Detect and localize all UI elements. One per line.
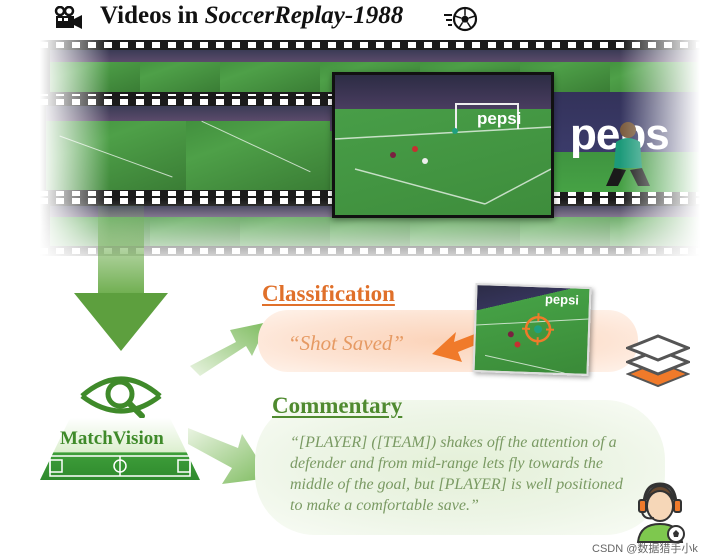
classification-result: “Shot Saved”: [288, 331, 404, 356]
pitch-lines: [335, 109, 551, 215]
layers-stack-icon: [626, 332, 690, 393]
highlighted-frame: pepsi: [332, 72, 554, 218]
arrow-to-classification: [190, 318, 270, 383]
video-camera-icon: [54, 6, 86, 35]
down-arrow-head: [74, 293, 168, 351]
soccer-ball-icon: [444, 6, 478, 37]
commentary-heading: Commentary: [272, 393, 402, 419]
commentary-text: “[PLAYER] ([TEAM]) shakes off the attent…: [290, 432, 630, 516]
title-prefix: Videos in: [100, 2, 205, 29]
model-name: MatchVision: [60, 428, 164, 450]
down-arrow-shaft: [98, 205, 144, 295]
commentator-headset-icon: [630, 478, 690, 549]
inset-sponsor-text: pepsi: [545, 291, 579, 307]
watermark-text: CSDN @数据猎手小k: [592, 540, 698, 556]
classification-heading: Classification: [262, 281, 395, 307]
dataset-name: SoccerReplay-1988: [205, 2, 404, 29]
page-title: Videos in SoccerReplay-1988: [100, 2, 403, 30]
